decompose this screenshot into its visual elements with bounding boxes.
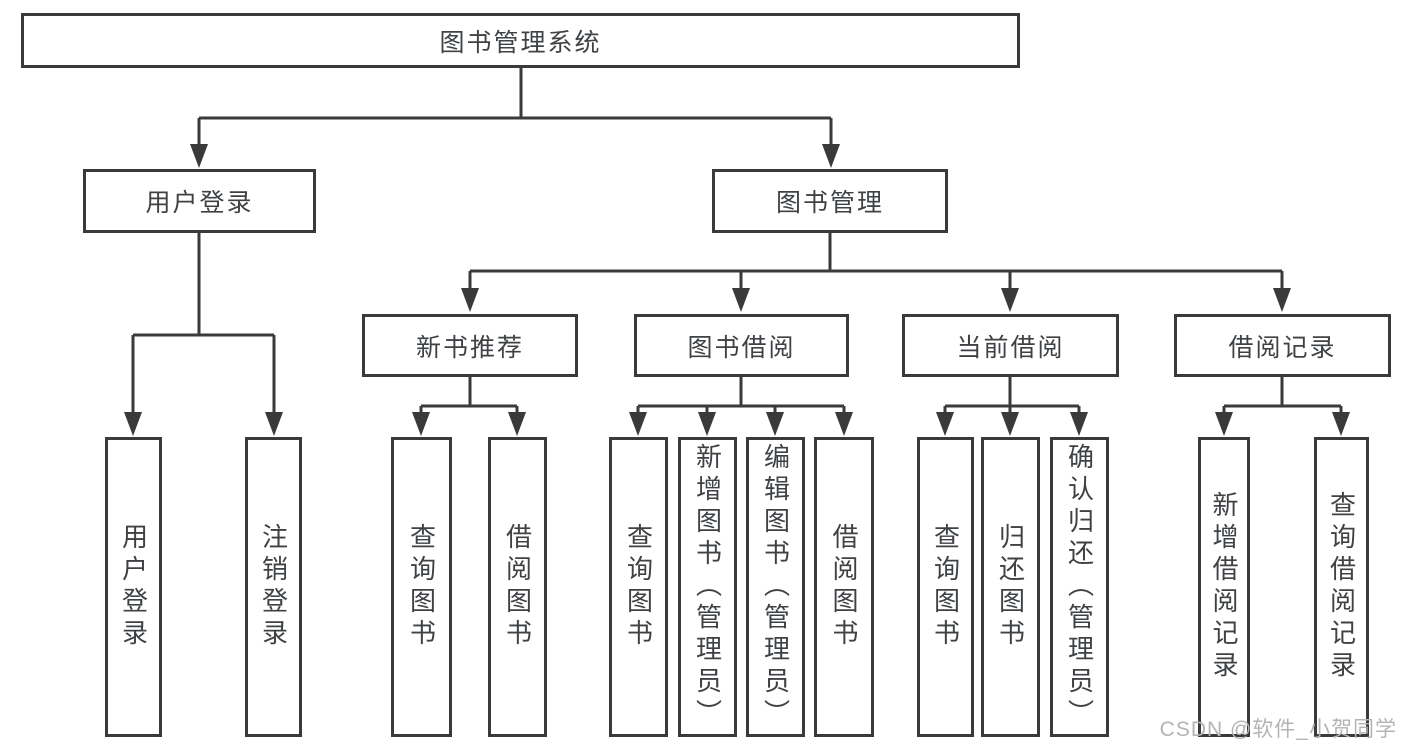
node-label: 图书借阅 [687, 333, 796, 362]
arrow-icon [766, 412, 784, 436]
node-borrow-record: 借阅记录 [1174, 314, 1391, 377]
leaf-label: 用户登录 [118, 523, 149, 651]
leaf-edit-book-admin: 编辑图书（管理员） [746, 437, 805, 737]
leaf-user-login: 用户登录 [105, 437, 162, 737]
leaf-label: 借阅图书 [502, 523, 533, 651]
leaf-logout: 注销登录 [245, 437, 302, 737]
leaf-label: 新增图书（管理员） [692, 443, 723, 731]
leaf-label: 新增借阅记录 [1209, 491, 1239, 683]
arrow-icon [508, 412, 526, 436]
leaf-borrow-books: 借阅图书 [814, 437, 874, 737]
arrow-icon [1332, 412, 1350, 436]
leaf-add-borrow-record: 新增借阅记录 [1198, 437, 1250, 737]
leaf-confirm-return-admin: 确认归还（管理员） [1050, 437, 1109, 737]
arrow-icon [1215, 412, 1233, 436]
leaf-borrow-books-recommend: 借阅图书 [488, 437, 547, 737]
node-library-system: 图书管理系统 [21, 13, 1020, 68]
leaf-label: 查询图书 [623, 523, 654, 651]
arrowheads [124, 144, 1350, 436]
arrow-icon [412, 412, 430, 436]
leaf-query-books-recommend: 查询图书 [391, 437, 452, 737]
arrow-icon [629, 412, 647, 436]
node-label: 用户登录 [145, 189, 254, 217]
node-book-borrow: 图书借阅 [634, 314, 849, 377]
leaf-label: 借阅图书 [829, 523, 859, 651]
node-current-borrow: 当前借阅 [902, 314, 1119, 377]
leaf-label: 归还图书 [995, 523, 1026, 651]
arrow-icon [835, 412, 853, 436]
arrow-icon [1070, 412, 1088, 436]
leaf-add-book-admin: 新增图书（管理员） [678, 437, 737, 737]
node-label: 图书管理系统 [439, 28, 602, 57]
leaf-label: 编辑图书（管理员） [760, 443, 791, 731]
node-book-management: 图书管理 [712, 169, 948, 233]
node-label: 新书推荐 [415, 333, 524, 362]
leaf-return-book: 归还图书 [981, 437, 1040, 737]
leaf-label: 确认归还（管理员） [1064, 443, 1095, 731]
arrow-icon [1273, 288, 1291, 312]
csdn-watermark: CSDN @软件_小贺同学 [1159, 718, 1397, 741]
leaf-label: 查询图书 [406, 523, 437, 651]
node-new-book-recommend: 新书推荐 [362, 314, 578, 377]
arrow-icon [461, 288, 479, 312]
arrow-icon [732, 288, 750, 312]
leaf-label: 注销登录 [258, 523, 289, 651]
arrow-icon [265, 412, 283, 436]
leaf-label: 查询借阅记录 [1326, 491, 1357, 683]
arrow-icon [124, 412, 142, 436]
leaf-label: 查询图书 [930, 523, 961, 651]
arrow-icon [190, 144, 208, 168]
arrow-icon [936, 412, 954, 436]
node-label: 当前借阅 [956, 333, 1065, 362]
leaf-query-books-current: 查询图书 [917, 437, 974, 737]
node-label: 借阅记录 [1228, 333, 1337, 362]
leaf-query-borrow-record: 查询借阅记录 [1314, 437, 1369, 737]
node-user-login: 用户登录 [83, 169, 316, 233]
arrow-icon [822, 144, 840, 168]
leaf-query-books-borrow: 查询图书 [609, 437, 668, 737]
arrow-icon [1001, 288, 1019, 312]
arrow-icon [698, 412, 716, 436]
node-label: 图书管理 [775, 189, 884, 217]
arrow-icon [1001, 412, 1019, 436]
